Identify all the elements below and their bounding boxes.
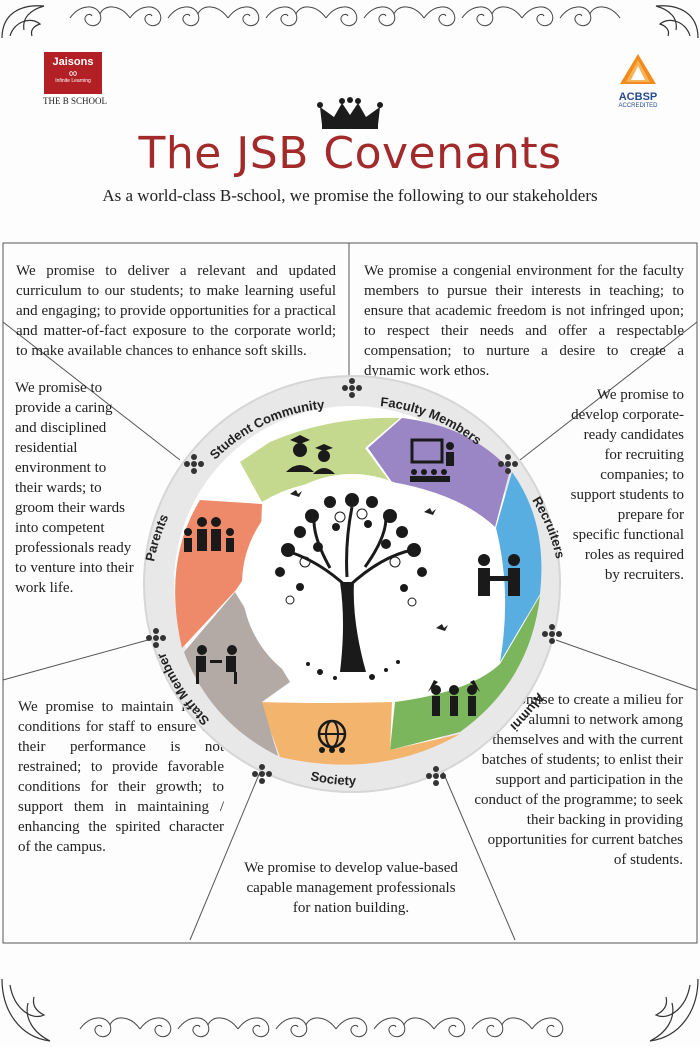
logo-caption: THE B SCHOOL: [42, 96, 107, 106]
bird-icon: [424, 508, 436, 515]
flower-ornament-icon: [342, 378, 362, 398]
segment-recruiters: [496, 472, 542, 662]
covenant-wheel: Student Community Faculty Members Recrui…: [140, 372, 564, 793]
crown-icon: [317, 97, 383, 129]
acbsp-name: ACBSP: [618, 91, 658, 103]
segment-society: [260, 702, 460, 765]
flower-ornament-icon: [184, 454, 204, 474]
header-ornament-band: [1, 5, 699, 39]
jaisons-logo-mark: Jaisons ∞ Infinite Learning: [44, 52, 102, 94]
promise-recruiters: We promise to develop corporate-ready ca…: [570, 387, 684, 583]
alumni-group-icon: [428, 680, 480, 716]
presentation-icon: [410, 438, 454, 482]
promise-staff: We promise to maintain helpful condition…: [18, 699, 224, 855]
segment-parents: [175, 500, 262, 648]
promise-faculty: We promise a congenial environment for t…: [364, 263, 684, 379]
logo-brand: Jaisons: [52, 56, 94, 68]
acbsp-triangle-icon: [620, 54, 656, 84]
flower-ornament-icon: [426, 766, 446, 786]
bird-icon: [290, 490, 302, 497]
segment-faculty: [368, 418, 510, 527]
panel-frame: [2, 242, 698, 944]
acbsp-caption: ACCREDITED: [618, 103, 658, 109]
page-subtitle: As a world-class B-school, we promise th…: [102, 186, 598, 205]
graduates-icon: [286, 435, 335, 474]
promise-students: We promise to deliver a relevant and upd…: [16, 263, 336, 359]
acbsp-logo: ACBSP ACCREDITED: [608, 52, 668, 109]
segment-label-society: Society: [309, 768, 356, 788]
staff-meeting-icon: [196, 645, 237, 684]
bird-icon: [436, 624, 448, 631]
flower-ornament-icon: [498, 454, 518, 474]
flower-ornament-icon: [146, 628, 166, 648]
flower-ornament-icon: [252, 764, 272, 784]
logo-tagline: Infinite Learning: [55, 78, 91, 84]
promise-parents: We promise to provide a caring and disci…: [15, 380, 134, 596]
handshake-icon: [478, 554, 520, 596]
tree-icon: [275, 493, 427, 680]
flower-ornament-icon: [542, 624, 562, 644]
promise-society: We promise to develop value-based capabl…: [244, 860, 458, 916]
page-title: The JSB Covenants: [138, 128, 562, 179]
segment-alumni: [390, 596, 540, 750]
family-icon: [184, 517, 234, 552]
footer-ornament-band: [1, 978, 699, 1042]
infinity-icon: ∞: [68, 66, 78, 80]
globe-network-icon: [317, 719, 347, 753]
jaisons-logo: Jaisons ∞ Infinite Learning THE B SCHOOL: [38, 52, 112, 106]
promise-alumni: We promise to create a milieu for alumni…: [474, 692, 683, 868]
